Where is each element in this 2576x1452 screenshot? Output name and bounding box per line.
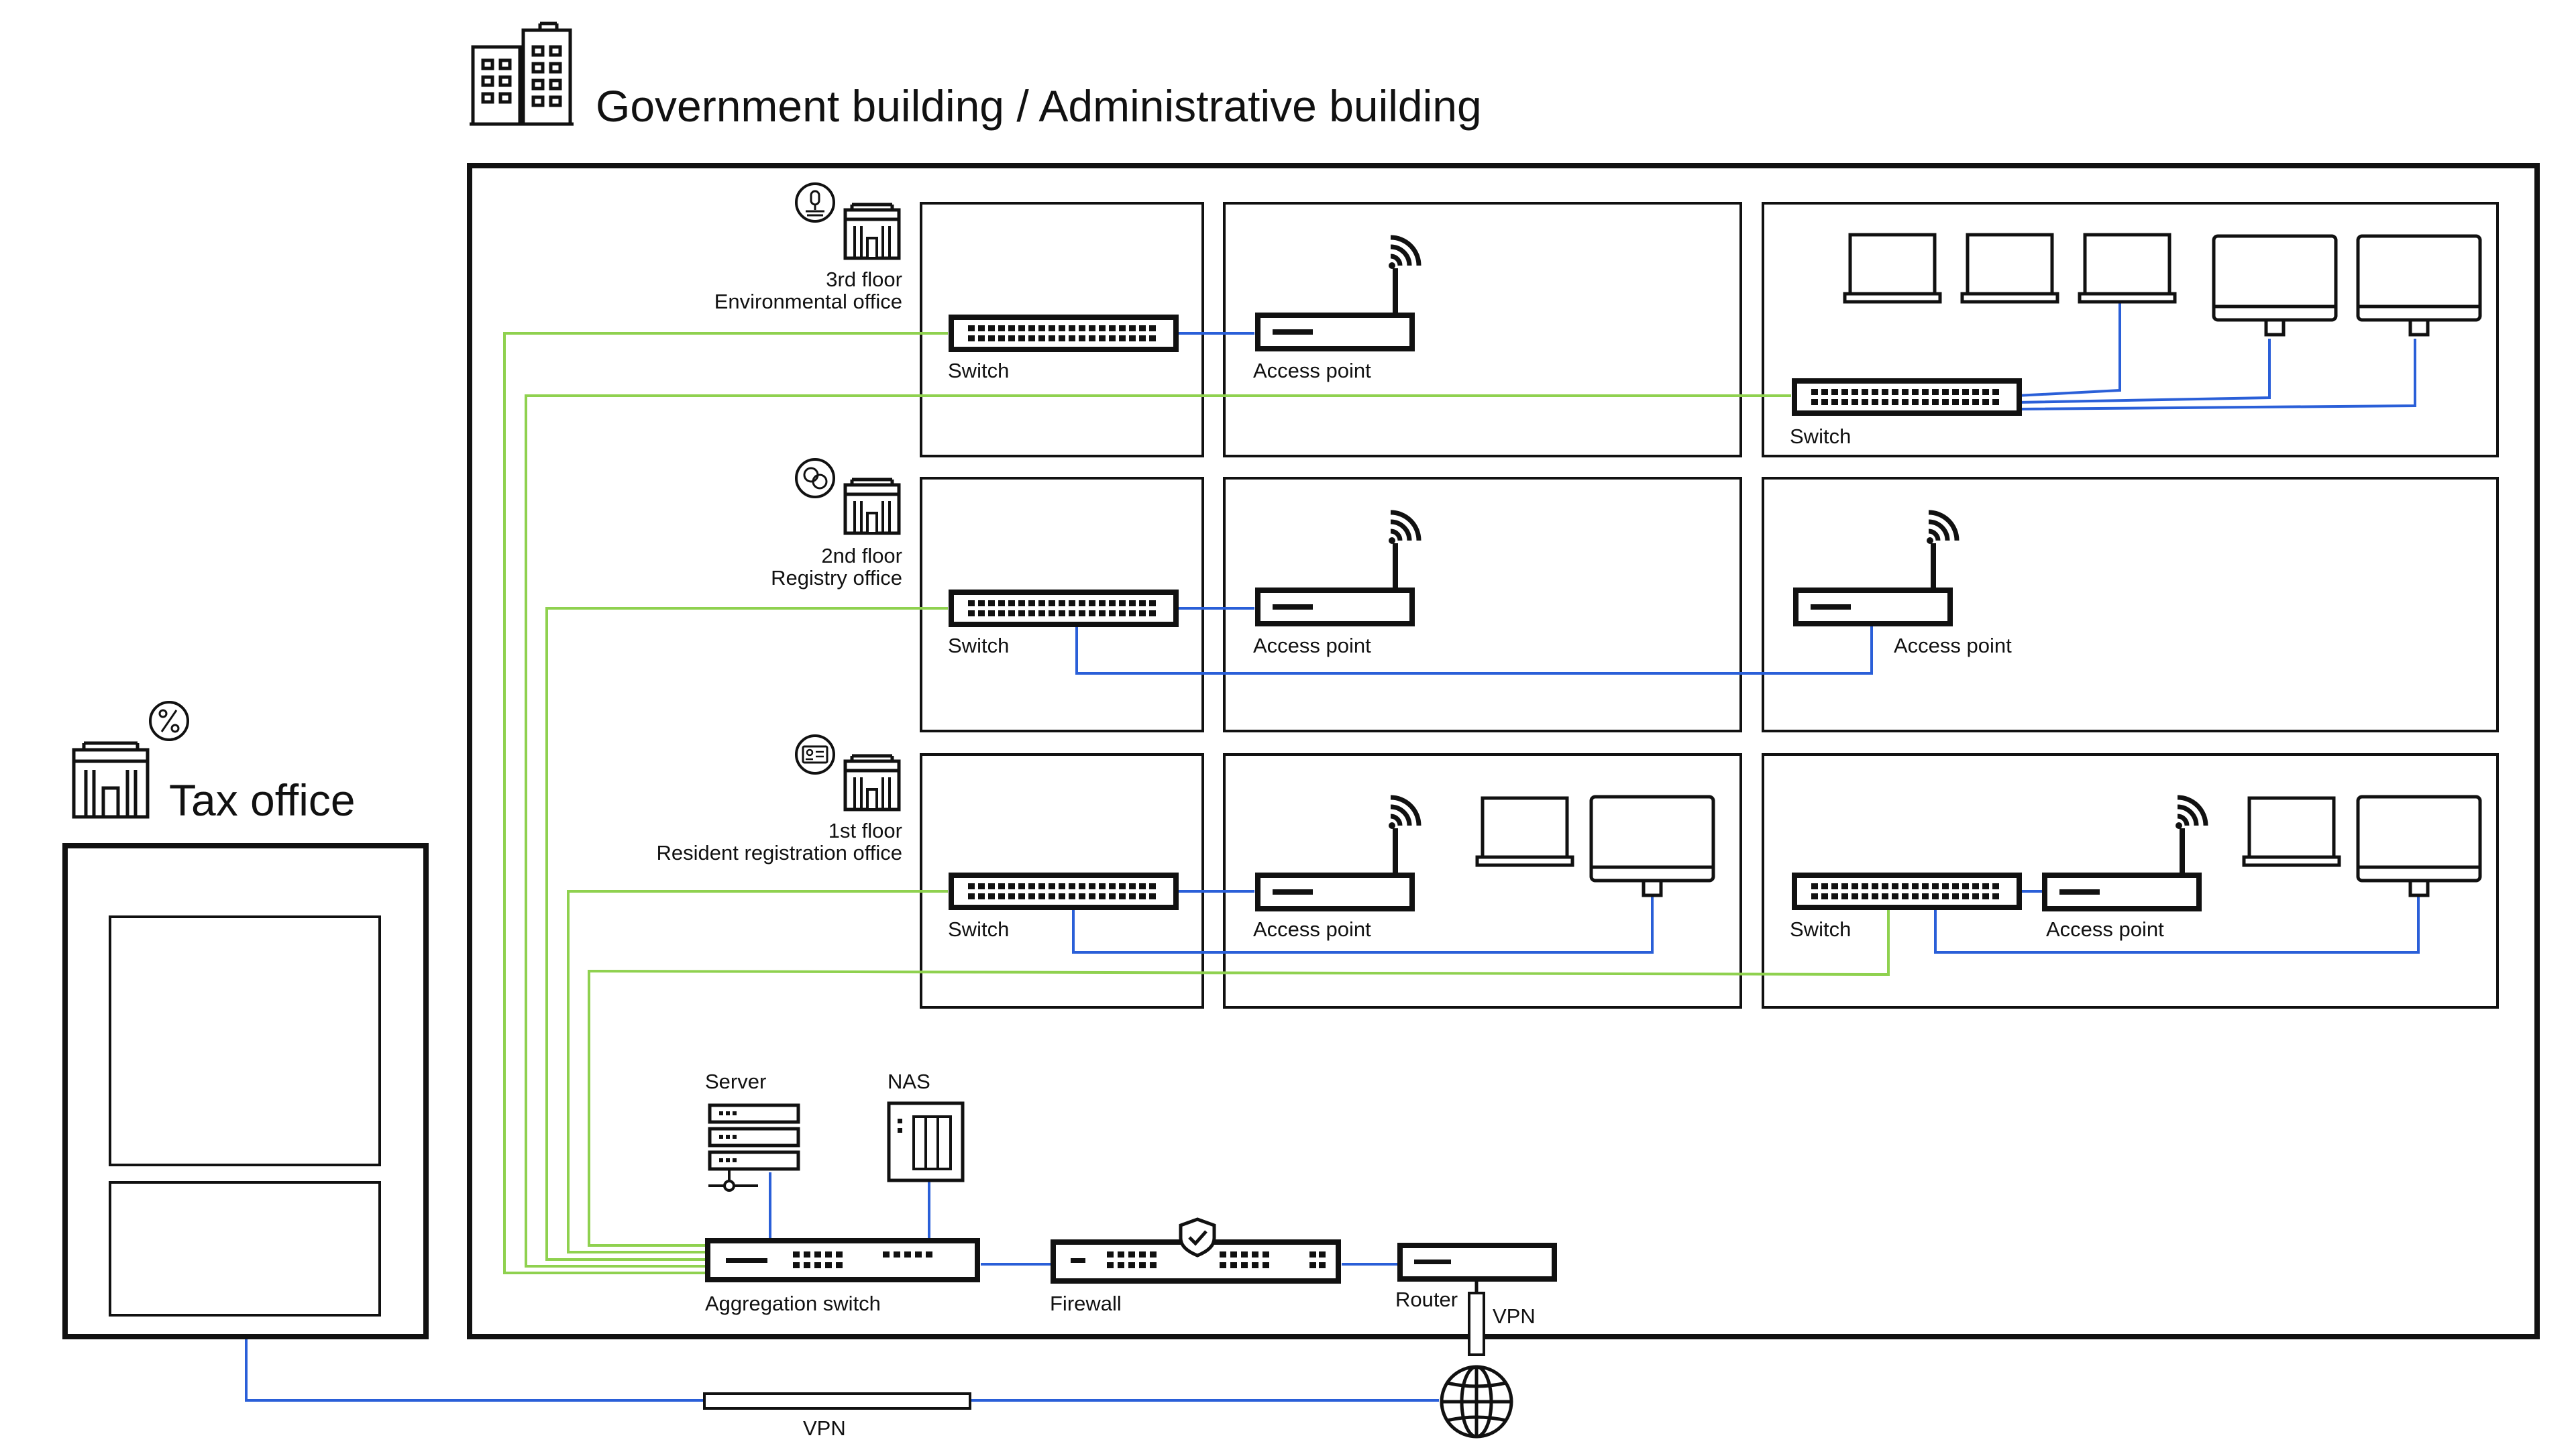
access-point-label: Access point <box>1894 634 2012 657</box>
blue-cables <box>245 294 2420 1402</box>
access-point-label: Access point <box>1253 359 1371 382</box>
room-3-3 <box>1762 202 2499 457</box>
vpn-label: VPN <box>1493 1304 1536 1328</box>
access-point-1f-room3 <box>2045 797 2206 909</box>
floor-office: Resident registration office <box>656 841 902 864</box>
cable-1f-monitor <box>1072 895 1654 954</box>
cable-2f-sw-room3-ap <box>1075 624 1873 675</box>
switch-label: Switch <box>1790 425 1851 448</box>
uplink-3f-switch <box>503 332 948 1274</box>
laptop-icon <box>2244 798 2339 865</box>
switch-1f <box>951 875 1176 907</box>
tax-office-outline <box>62 843 429 1339</box>
server-icon <box>708 1103 800 1192</box>
floor-label-3: 3rd floor Environmental office <box>714 268 902 313</box>
microphone-icon <box>795 182 835 223</box>
globe-icon <box>1440 1279 1513 1439</box>
tax-office-room-1 <box>109 915 381 1166</box>
switch-1f-room3 <box>1794 875 2019 907</box>
switch-label: Switch <box>948 634 1010 657</box>
switch-3f <box>951 317 1176 349</box>
office-building-icon <box>470 21 574 126</box>
cable-3f-monitor-1 <box>2016 339 2271 404</box>
vpn-tunnel-horizontal <box>703 1392 971 1410</box>
monitor-icon <box>2214 236 2336 335</box>
room-2-1 <box>920 477 1204 732</box>
switch-label: Switch <box>948 359 1010 382</box>
room-2-3 <box>1762 477 2499 732</box>
access-point-label: Access point <box>1253 917 1371 941</box>
floor-label-1: 1st floor Resident registration office <box>657 820 902 864</box>
floor-office: Environmental office <box>714 290 902 313</box>
laptop-icon <box>1477 798 1572 865</box>
vpn-label: VPN <box>803 1416 846 1440</box>
green-uplink-cables <box>503 332 1890 1274</box>
id-card-icon <box>795 734 835 775</box>
room-2-2 <box>1223 477 1742 732</box>
floor-rooms <box>920 202 2499 1009</box>
tax-office-room-2 <box>109 1181 381 1317</box>
room-1-3 <box>1762 753 2499 1009</box>
government-building-outline <box>467 163 2540 1339</box>
monitor-icon <box>1591 797 1713 895</box>
tax-office-title: Tax office <box>169 775 356 825</box>
cable-3f-laptop <box>2016 294 2121 397</box>
cable-tax-vpn <box>245 1339 704 1402</box>
laptop-icon <box>2080 235 2175 302</box>
room-1-1 <box>920 753 1204 1009</box>
office-building-icon <box>72 741 150 819</box>
cable-1f-room3-monitor <box>1934 895 2420 954</box>
access-point-2f-room3 <box>1796 512 1957 624</box>
office-building-icon <box>845 205 899 258</box>
firewall-label: Firewall <box>1050 1292 1122 1315</box>
rings-icon <box>795 458 835 498</box>
access-point-2f <box>1258 512 1419 624</box>
uplink-3f-room3-switch <box>525 394 1791 1268</box>
monitor-icon <box>2358 236 2480 335</box>
aggregation-switch-icon <box>705 1238 980 1282</box>
floor-label-2: 2nd floor Registry office <box>771 545 902 589</box>
main-building-title: Government building / Administrative bui… <box>596 81 1482 131</box>
nas-label: NAS <box>888 1070 930 1093</box>
switch-label: Switch <box>948 917 1010 941</box>
room-1-2 <box>1223 753 1742 1009</box>
vpn-tunnel-vertical <box>1468 1292 1485 1356</box>
router-icon <box>1397 1243 1557 1282</box>
office-building-icon <box>845 756 899 809</box>
uplink-2f-switch <box>545 607 948 1261</box>
monitor-icon <box>2358 797 2480 895</box>
shield-check-icon <box>1179 1217 1216 1258</box>
nas-icon <box>887 1101 965 1182</box>
access-point-label: Access point <box>2046 917 2164 941</box>
percent-icon <box>149 701 189 741</box>
floor-office: Registry office <box>771 566 902 590</box>
switch-3f-room3 <box>1794 381 2019 413</box>
floor-level: 1st floor <box>828 819 902 842</box>
laptop-icon <box>1845 235 1940 302</box>
switch-label: Switch <box>1790 917 1851 941</box>
uplink-1f-switch <box>567 890 948 1253</box>
access-point-label: Access point <box>1253 634 1371 657</box>
office-building-icon <box>845 480 899 533</box>
uplink-1f-room3-switch <box>588 903 1890 1247</box>
room-3-1 <box>920 202 1204 457</box>
server-label: Server <box>705 1070 767 1093</box>
access-point-1f <box>1258 797 1419 909</box>
laptop-icon <box>1962 235 2057 302</box>
switch-2f <box>951 592 1176 624</box>
cable-3f-monitor-2 <box>2016 339 2416 410</box>
room-3-2 <box>1223 202 1742 457</box>
floor-level: 3rd floor <box>826 268 902 291</box>
aggregation-switch-label: Aggregation switch <box>705 1292 881 1315</box>
router-label: Router <box>1395 1288 1458 1311</box>
access-point-3f <box>1258 237 1419 349</box>
floor-level: 2nd floor <box>821 544 902 567</box>
